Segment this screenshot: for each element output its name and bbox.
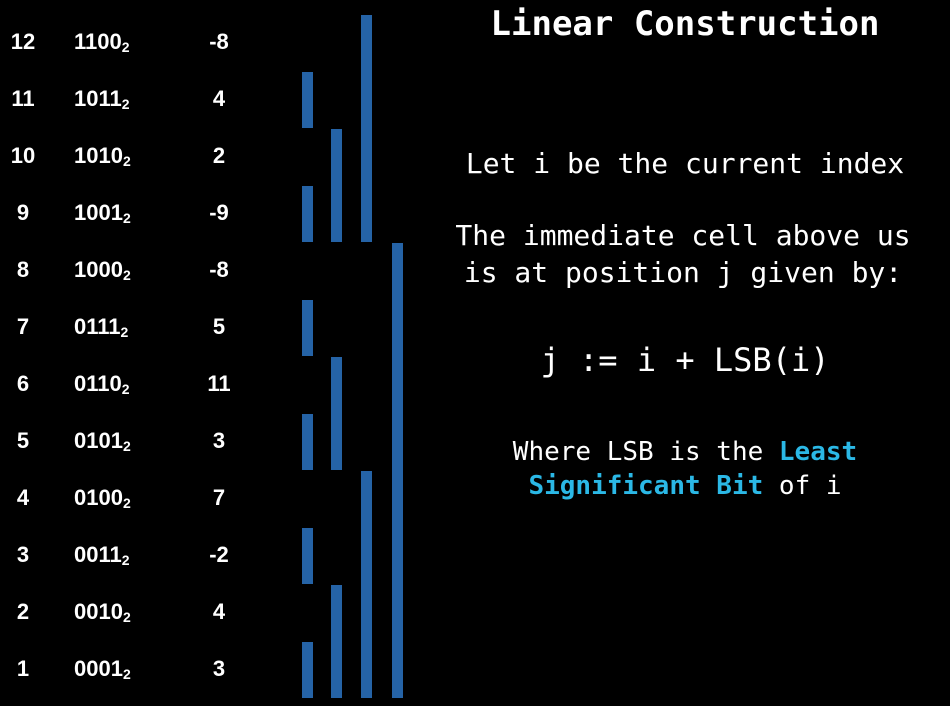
range-bar [331,357,342,470]
row-binary: 00102 [74,592,164,632]
range-bar [361,471,372,698]
row-index: 1 [16,656,30,681]
binary-base-subscript: 2 [120,324,129,340]
binary-base-subscript: 2 [122,666,131,682]
row-index: 11 [11,86,35,111]
row-index: 5 [16,428,30,453]
row-index: 10 [10,143,36,168]
row-binary: 01002 [74,478,164,518]
row-index: 8 [16,257,30,282]
table-row: 11 10112 4 [0,79,280,119]
row-index: 3 [16,542,30,567]
range-bar [302,414,313,470]
row-value: 4 [212,86,226,111]
binary-base-subscript: 2 [122,609,131,625]
row-value: 3 [212,656,226,681]
binary-digits: 0111 [74,314,121,339]
row-value: 3 [212,428,226,453]
row-value: -8 [209,257,229,282]
range-bar [331,585,342,698]
range-bar [392,243,403,698]
table-row: 8 10002 -8 [0,250,280,290]
definition-text: Let i be the current index [465,147,905,180]
row-value: 11 [207,371,231,396]
row-binary: 01012 [74,421,164,461]
range-bar [302,300,313,356]
row-binary: 00112 [74,535,164,575]
lsb-note-prefix: Where LSB is the [512,437,779,467]
row-index: 6 [16,371,30,396]
binary-base-subscript: 2 [122,210,131,226]
position-description: The immediate cell above us is at positi… [416,217,950,291]
formula: j := i + LSB(i) [540,341,830,379]
table-row: 7 01112 5 [0,307,280,347]
row-index: 2 [16,599,30,624]
row-binary: 01112 [74,307,164,347]
row-index: 9 [16,200,30,225]
binary-digits: 1010 [74,143,123,168]
binary-base-subscript: 2 [122,438,131,454]
row-binary: 11002 [74,22,164,62]
binary-digits: 0001 [74,656,123,681]
position-description-line-1: The immediate cell above us [455,219,911,252]
binary-base-subscript: 2 [122,153,131,169]
range-bar [302,72,313,128]
binary-digits: 0100 [74,485,123,510]
row-index: 7 [16,314,30,339]
binary-digits: 1000 [74,257,123,282]
binary-digits: 0101 [74,428,123,453]
table-row: 1 00012 3 [0,649,280,689]
binary-base-subscript: 2 [122,495,131,511]
binary-digits: 1100 [74,29,122,54]
binary-base-subscript: 2 [122,267,131,283]
row-binary: 00012 [74,649,164,689]
range-bar [361,15,372,242]
table-row: 9 10012 -9 [0,193,280,233]
table-row: 3 00112 -2 [0,535,280,575]
row-binary: 10002 [74,250,164,290]
row-binary: 10012 [74,193,164,233]
row-index: 4 [16,485,30,510]
slide-title: Linear Construction [490,4,880,44]
row-value: 5 [212,314,226,339]
row-value: -8 [209,29,229,54]
table-row: 6 01102 11 [0,364,280,404]
lsb-highlight-least: Least [778,437,858,467]
row-value: -2 [209,542,229,567]
lsb-note-suffix: of i [763,471,842,501]
row-value: 4 [212,599,226,624]
binary-digits: 0011 [74,542,122,567]
binary-base-subscript: 2 [121,552,130,568]
range-bar [302,642,313,698]
table-row: 4 01002 7 [0,478,280,518]
lsb-highlight-significant-bit: Significant Bit [528,471,764,501]
binary-base-subscript: 2 [121,96,130,112]
binary-digits: 1011 [74,86,122,111]
table-row: 12 11002 -8 [0,22,280,62]
binary-base-subscript: 2 [121,381,130,397]
row-index: 12 [10,29,36,54]
binary-base-subscript: 2 [121,39,130,55]
binary-digits: 1001 [74,200,123,225]
range-bar [302,528,313,584]
lsb-note-line-2: Significant Bit of i [420,469,950,503]
binary-digits: 0010 [74,599,123,624]
binary-digits: 0110 [74,371,122,396]
row-binary: 10102 [74,136,164,176]
lsb-note-line-1: Where LSB is the Least [420,435,950,469]
row-value: 7 [212,485,226,510]
table-row: 5 01012 3 [0,421,280,461]
row-binary: 10112 [74,79,164,119]
lsb-note: Where LSB is the Least Significant Bit o… [420,435,950,503]
row-binary: 01102 [74,364,164,404]
row-value: -9 [209,200,229,225]
row-value: 2 [212,143,226,168]
position-description-line-2: is at position j given by: [463,256,903,289]
range-bar [302,186,313,242]
range-bar [331,129,342,242]
